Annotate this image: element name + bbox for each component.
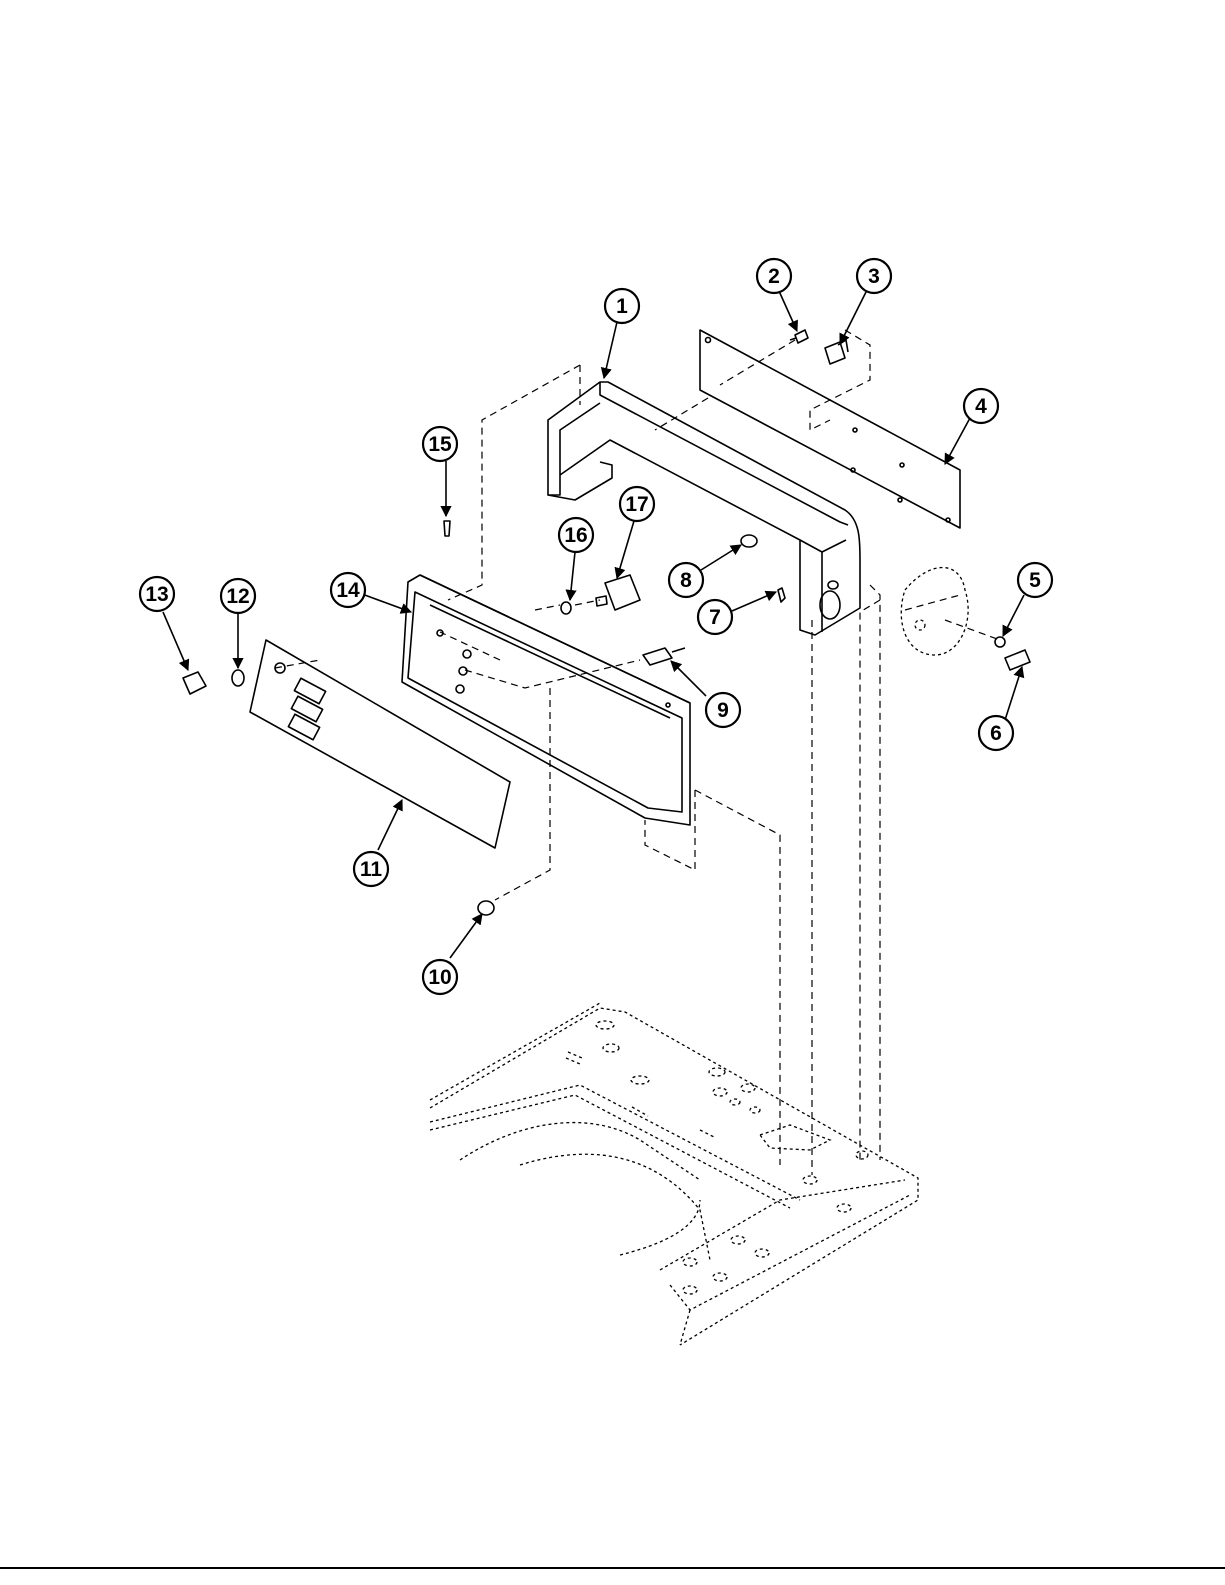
callout-label-15: 15 bbox=[428, 433, 452, 456]
callout-6: 6 bbox=[979, 716, 1013, 750]
callout-5: 5 bbox=[1018, 563, 1052, 597]
callout-2: 2 bbox=[757, 259, 791, 293]
callout-label-12: 12 bbox=[226, 585, 249, 608]
callout-11: 11 bbox=[354, 852, 388, 886]
callout-9: 9 bbox=[706, 693, 740, 727]
callout-label-9: 9 bbox=[717, 699, 729, 722]
screw-part-7 bbox=[778, 588, 785, 602]
washer-part-12 bbox=[232, 670, 244, 686]
foot-part-10 bbox=[478, 901, 494, 915]
cabinet-top bbox=[430, 1003, 918, 1345]
leader-arrows bbox=[163, 291, 1024, 958]
callout-label-13: 13 bbox=[145, 583, 168, 606]
callout-label-1: 1 bbox=[616, 295, 628, 318]
callout-7: 7 bbox=[698, 600, 732, 634]
callout-14: 14 bbox=[331, 573, 365, 607]
callout-label-3: 3 bbox=[868, 265, 880, 288]
support-bracket-part bbox=[548, 382, 860, 635]
nut-part-16 bbox=[561, 602, 571, 614]
screw-part-15 bbox=[444, 521, 450, 536]
callout-13: 13 bbox=[140, 577, 174, 611]
callout-label-16: 16 bbox=[564, 524, 587, 547]
callout-label-4: 4 bbox=[975, 395, 987, 418]
callout-12: 12 bbox=[221, 579, 255, 613]
callout-label-14: 14 bbox=[336, 579, 360, 602]
callout-label-7: 7 bbox=[709, 606, 721, 629]
lamp-part-9 bbox=[643, 648, 685, 665]
callout-label-6: 6 bbox=[990, 722, 1002, 745]
console-frame-part bbox=[402, 575, 690, 825]
grommet-part-8 bbox=[741, 535, 757, 547]
rear-panel-part bbox=[700, 330, 960, 528]
gasket-part bbox=[901, 568, 968, 656]
callout-label-5: 5 bbox=[1029, 569, 1041, 592]
callout-label-10: 10 bbox=[428, 966, 451, 989]
connector-part-3 bbox=[825, 340, 848, 364]
callout-label-17: 17 bbox=[625, 493, 648, 516]
callout-16: 16 bbox=[559, 518, 593, 552]
callout-3: 3 bbox=[857, 259, 891, 293]
bolt-part bbox=[995, 637, 1030, 670]
callout-10: 10 bbox=[423, 960, 457, 994]
callout-17: 17 bbox=[620, 487, 654, 521]
callout-label-2: 2 bbox=[768, 265, 780, 288]
callout-label-11: 11 bbox=[360, 858, 383, 881]
assembly-guide-lines bbox=[275, 330, 1000, 1175]
callout-8: 8 bbox=[669, 563, 703, 597]
page-bottom-rule bbox=[0, 1567, 1225, 1569]
switch-part-17 bbox=[596, 575, 640, 610]
callout-15: 15 bbox=[423, 427, 457, 461]
callout-label-8: 8 bbox=[680, 569, 692, 592]
callout-4: 4 bbox=[964, 389, 998, 423]
callout-1: 1 bbox=[605, 289, 639, 323]
knob-part-13 bbox=[183, 672, 206, 694]
